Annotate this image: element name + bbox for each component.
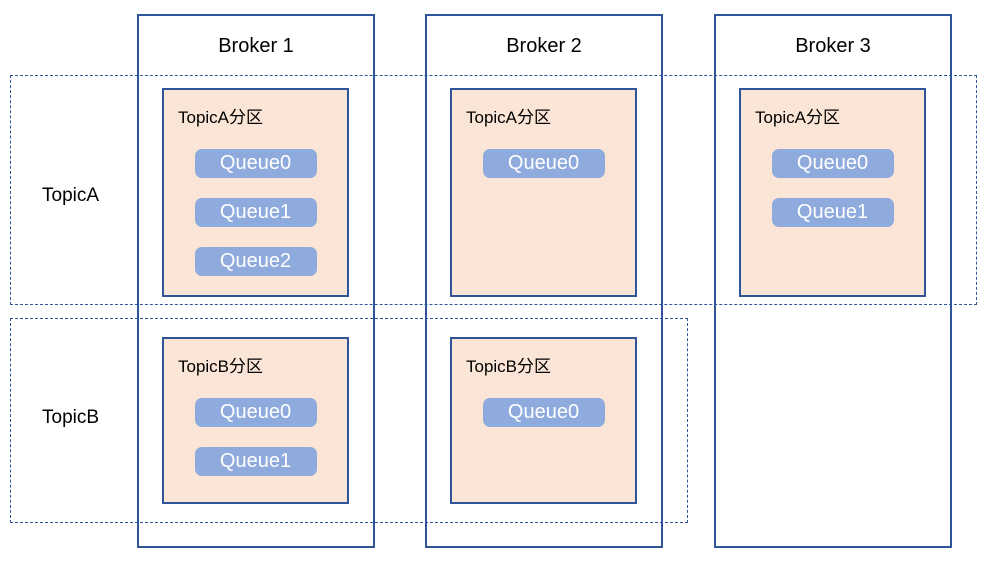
partition-label: TopicB分区 bbox=[178, 357, 264, 376]
broker-2-box: Broker 2 bbox=[425, 14, 663, 548]
queue-box: Queue0 bbox=[482, 398, 605, 427]
queue-box: Queue0 bbox=[771, 149, 894, 178]
partition-box-broker2-topicb: TopicB分区 Queue0 bbox=[450, 337, 637, 504]
topic-row-topicb bbox=[10, 318, 688, 523]
broker-1-box: Broker 1 bbox=[137, 14, 375, 548]
queue-box: Queue0 bbox=[194, 398, 317, 427]
broker-2-title: Broker 2 bbox=[506, 34, 582, 57]
queue-box: Queue0 bbox=[482, 149, 605, 178]
partition-label: TopicA分区 bbox=[755, 108, 841, 127]
partition-label: TopicA分区 bbox=[178, 108, 264, 127]
queue-box: Queue1 bbox=[194, 447, 317, 476]
queue-stack: Queue0 bbox=[452, 149, 635, 178]
partition-label: TopicA分区 bbox=[466, 108, 552, 127]
queue-box: Queue2 bbox=[194, 247, 317, 276]
broker-1-title: Broker 1 bbox=[218, 34, 294, 57]
partition-box-broker2-topica: TopicA分区 Queue0 bbox=[450, 88, 637, 297]
queue-box: Queue1 bbox=[194, 198, 317, 227]
topic-label-topicb: TopicB bbox=[42, 407, 100, 428]
broker-3-title: Broker 3 bbox=[795, 34, 871, 57]
partition-label: TopicB分区 bbox=[466, 357, 552, 376]
topic-row-topica bbox=[10, 75, 977, 305]
queue-box: Queue0 bbox=[194, 149, 317, 178]
queue-box: Queue1 bbox=[771, 198, 894, 227]
broker-3-box: Broker 3 bbox=[714, 14, 952, 548]
topic-label-topica: TopicA bbox=[42, 185, 100, 206]
queue-stack: Queue0 bbox=[452, 398, 635, 427]
